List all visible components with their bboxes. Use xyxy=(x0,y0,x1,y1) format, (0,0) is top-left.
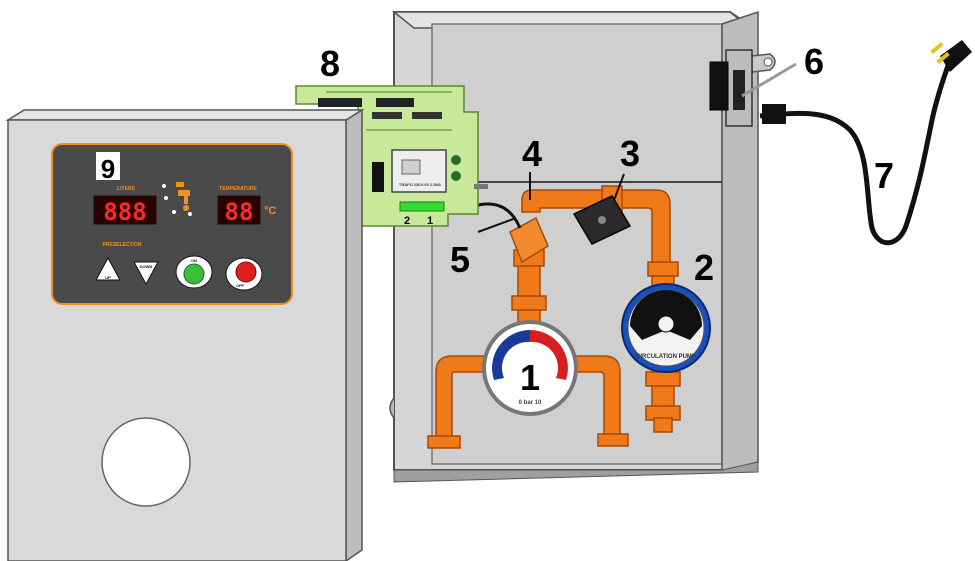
circulation-pump: CIRCULATION PUMP xyxy=(621,283,711,373)
board-relay xyxy=(372,162,384,192)
power-cord xyxy=(759,40,972,246)
on-button-label: ON xyxy=(191,258,197,263)
cabinet-mount-hole xyxy=(763,57,773,67)
pipe-pump-inlet-nut xyxy=(647,261,679,277)
callout-3: 3 xyxy=(620,133,640,174)
on-button[interactable]: ON xyxy=(175,255,213,289)
up-arrow-icon xyxy=(95,256,121,281)
down-button-label: DOWN xyxy=(140,264,153,269)
board-chip-4 xyxy=(412,112,442,119)
callout-line-5 xyxy=(477,217,517,233)
pipe-gauge-riser xyxy=(517,261,541,329)
switch-rocker xyxy=(709,61,729,111)
pipe-pump-foot xyxy=(653,417,673,433)
fitting-body xyxy=(509,216,549,264)
panel-temperature-label: TEMPERATURE xyxy=(219,186,257,192)
cabinet-mount-ear-bottom xyxy=(389,397,395,419)
gauge-red-arc xyxy=(530,330,568,380)
panel-preselection-label: PRESELECTION xyxy=(103,242,142,248)
off-button-label: OFF xyxy=(236,283,245,288)
cover-window xyxy=(101,417,191,507)
callout-8: 8 xyxy=(320,43,340,84)
plug-pin-2 xyxy=(936,51,950,65)
temperature-display-value: 88 xyxy=(225,198,254,226)
plug-pin-1 xyxy=(930,41,944,55)
pump-dark-sector xyxy=(630,290,702,340)
pipe-pump-outlet-nut xyxy=(645,371,681,387)
board-connector xyxy=(474,184,488,189)
front-cover: LITERS 888 TEMPERATURE 88 °C PRESELECTIO… xyxy=(5,108,365,561)
cord-wire xyxy=(759,59,953,246)
liters-display xyxy=(93,195,157,225)
board-terminal-strip xyxy=(399,201,445,212)
faucet-icon xyxy=(162,182,192,216)
board-terminal-1: 1 xyxy=(427,215,433,227)
thermo-gauge: 0 bar 10 xyxy=(482,320,578,416)
up-button-label: UP xyxy=(105,275,111,280)
control-board: TRAFO 230V-9V 2,5VA 2 1 xyxy=(295,85,488,227)
callout-2: 2 xyxy=(694,247,714,288)
down-button[interactable]: DOWN xyxy=(133,261,159,286)
gauge-blue-arc xyxy=(492,330,530,380)
callout-line-6 xyxy=(741,62,797,98)
pump-face-text: CIRCULATION PUMP xyxy=(636,354,696,360)
gauge-tick-text: 0 bar 10 xyxy=(519,400,542,406)
board-terminal-2: 2 xyxy=(404,215,410,227)
power-switch xyxy=(709,49,797,127)
callout-6: 6 xyxy=(804,41,824,82)
cover-top xyxy=(5,109,365,121)
callout-7: 7 xyxy=(874,155,894,196)
pipe-left-nut xyxy=(427,435,461,449)
callout-4: 4 xyxy=(522,133,542,174)
board-capacitor-2 xyxy=(451,171,461,181)
callout-1: 1 xyxy=(520,357,540,398)
cord-connector xyxy=(762,104,786,124)
solenoid-valve xyxy=(572,173,632,245)
off-button[interactable]: OFF xyxy=(225,257,263,291)
board-capacitor-1 xyxy=(451,155,461,165)
liters-display-value: 888 xyxy=(103,198,146,226)
down-arrow-icon xyxy=(133,261,159,286)
cover-side xyxy=(345,108,363,561)
panel-liters-label: LITERS xyxy=(117,186,135,192)
board-chip-3 xyxy=(372,112,402,119)
board-chip-2 xyxy=(376,98,414,107)
cabinet-bottom xyxy=(393,461,759,483)
callout-5: 5 xyxy=(450,239,470,280)
pipe-right-nut xyxy=(597,433,629,447)
callout-9: 9 xyxy=(101,154,115,184)
board-transformer-text: TRAFO 230V-9V 2,5VA xyxy=(399,182,441,187)
pipe-riser-nut xyxy=(511,295,547,311)
plug-body xyxy=(940,40,972,72)
callout-line-3 xyxy=(613,173,625,201)
panel-callout-bg xyxy=(96,152,120,180)
board-transformer-core xyxy=(401,159,421,175)
up-button[interactable]: UP xyxy=(95,256,121,281)
board-chip-1 xyxy=(318,98,362,107)
cabinet-inner xyxy=(431,23,723,465)
valve-coil-screw xyxy=(598,216,606,224)
temperature-display xyxy=(217,195,261,225)
off-button-light xyxy=(235,261,257,283)
temperature-unit: °C xyxy=(264,205,276,217)
gauge-center xyxy=(506,348,554,396)
pump-rotor xyxy=(657,315,675,333)
on-button-light xyxy=(183,263,205,285)
switch-socket xyxy=(733,70,745,110)
